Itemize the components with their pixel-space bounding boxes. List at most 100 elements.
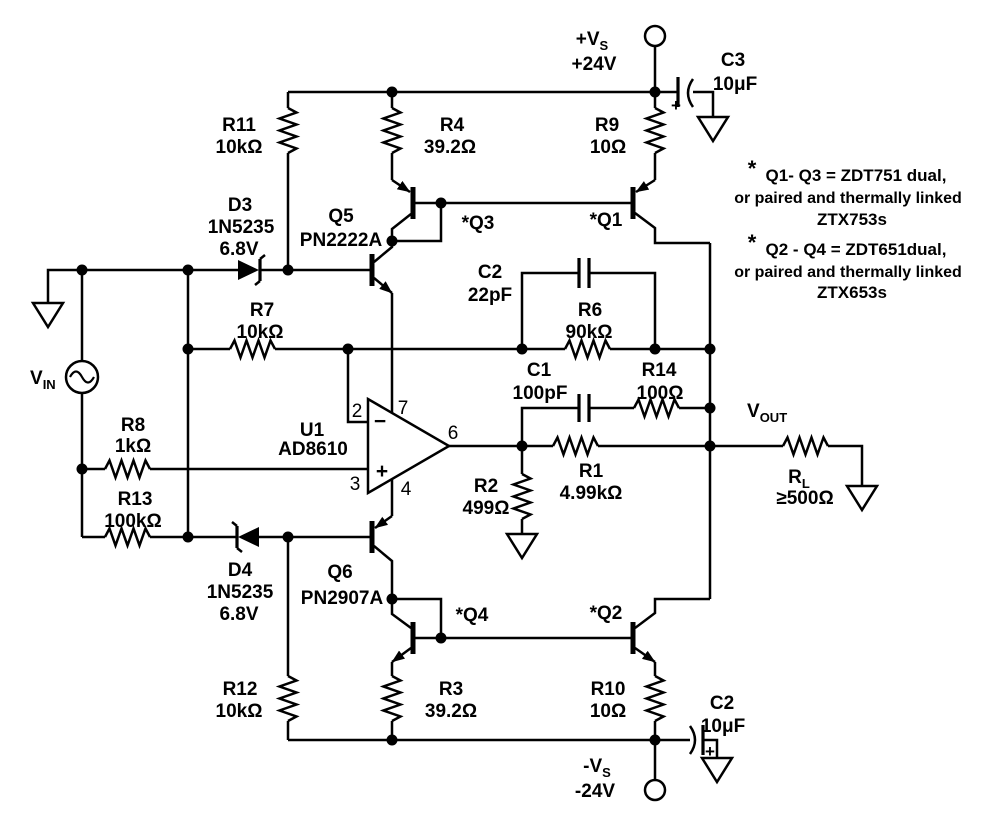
- rl-value: ≥500Ω: [776, 488, 833, 509]
- r7-label: R7: [250, 300, 274, 321]
- c2-comp-value: 22pF: [468, 285, 512, 306]
- vpos-terminal: [643, 24, 667, 48]
- c2-bypass-value: 10μF: [701, 716, 745, 737]
- r9-value: 10Ω: [590, 137, 626, 158]
- junction-dot: [649, 734, 661, 746]
- d4-part: 1N5235: [207, 582, 274, 603]
- vin-source: [64, 359, 100, 395]
- d3-part: 1N5235: [208, 217, 275, 238]
- note2-star: *: [748, 230, 757, 255]
- junction-dot: [182, 264, 194, 276]
- q1-label: *Q1: [590, 210, 623, 231]
- junction-dot: [704, 343, 716, 355]
- u1-pin7: 7: [398, 398, 409, 419]
- junction-dot: [516, 440, 528, 452]
- junction-dot: [704, 440, 716, 452]
- u1-pin6: 6: [448, 423, 459, 444]
- r3-value: 39.2Ω: [425, 701, 477, 722]
- vpos-value: +24V: [572, 54, 617, 75]
- q4-emitter-arrow: [391, 646, 412, 664]
- c1-label: C1: [527, 360, 552, 381]
- u1-part: AD8610: [278, 439, 348, 460]
- junction-dot: [76, 264, 88, 276]
- junction-dot: [435, 197, 447, 209]
- r1-value: 4.99kΩ: [560, 483, 623, 504]
- q2-label: *Q2: [590, 603, 623, 624]
- note2-line2: or paired and thermally linked: [734, 264, 962, 281]
- vneg-label: -VS: [583, 756, 611, 780]
- u1-pin4: 4: [401, 479, 412, 500]
- q5-part: PN2222A: [300, 230, 383, 251]
- u1-inverting-input-sign: −: [374, 410, 386, 433]
- r4-value: 39.2Ω: [424, 137, 476, 158]
- capacitors-group: [577, 77, 705, 755]
- junction-dot: [386, 86, 398, 98]
- r14-value: 100Ω: [637, 383, 684, 404]
- r3-label: R3: [439, 679, 463, 700]
- q3-label: *Q3: [462, 213, 495, 234]
- rl-label: RL: [788, 467, 810, 491]
- u1-pin2: 2: [352, 401, 363, 422]
- junction-dot: [282, 531, 294, 543]
- r1-label: R1: [579, 461, 604, 482]
- q2-emitter-arrow: [634, 646, 656, 664]
- junction-dot: [386, 593, 398, 605]
- d4-zener-diode: [238, 527, 259, 547]
- r4-label: R4: [440, 115, 465, 136]
- c3-value: 10μF: [713, 74, 757, 95]
- r2-value: 499Ω: [463, 498, 510, 519]
- r11-value: 10kΩ: [216, 137, 263, 158]
- junction-dot: [704, 402, 716, 414]
- c2-comp-label: C2: [478, 262, 502, 283]
- r12-label: R12: [223, 679, 258, 700]
- vneg-terminal: [643, 778, 667, 802]
- junction-dot: [182, 531, 194, 543]
- r13-label: R13: [118, 489, 153, 510]
- labels: +VS +24V -VS -24V C3 10μF + C2 22pF C1 1…: [30, 29, 962, 802]
- r11-label: R11: [222, 115, 256, 136]
- d4-value: 6.8V: [219, 604, 258, 625]
- vout-label: VOUT: [747, 401, 787, 425]
- q6-label: Q6: [327, 562, 352, 583]
- d3-value: 6.8V: [219, 239, 258, 260]
- r12-value: 10kΩ: [216, 701, 263, 722]
- u1-label: U1: [300, 420, 325, 441]
- r2-label: R2: [474, 476, 498, 497]
- c2-bypass-label: C2: [710, 693, 734, 714]
- r7-value: 10kΩ: [237, 322, 284, 343]
- vneg-value: -24V: [575, 781, 615, 802]
- note1-star: *: [748, 156, 757, 181]
- c2-bypass-capacitor-curved-plate: [688, 725, 697, 755]
- zener-diodes-group: [231, 254, 266, 553]
- r10-label: R10: [591, 679, 626, 700]
- transistor-emitter-arrows: [373, 178, 656, 664]
- junction-dot: [282, 264, 294, 276]
- r10-value: 10Ω: [590, 701, 626, 722]
- q1-emitter-arrow: [635, 178, 656, 194]
- r9-label: R9: [595, 115, 619, 136]
- junction-dot: [435, 632, 447, 644]
- d3-zener-tails: [254, 254, 266, 286]
- transistor-bars: [369, 187, 636, 654]
- c1-value: 100pF: [513, 383, 568, 404]
- note1-line1: Q1- Q3 = ZDT751 dual,: [766, 166, 947, 185]
- junction-dot: [342, 343, 354, 355]
- q3-emitter-arrow: [391, 178, 411, 194]
- c3-polarity: +: [671, 96, 681, 115]
- note1-line3: ZTX753s: [817, 210, 887, 229]
- junction-dot: [182, 343, 194, 355]
- note2-line3: ZTX653s: [817, 283, 887, 302]
- r14-label: R14: [642, 360, 677, 381]
- d4-zener-tails: [231, 521, 243, 553]
- note1-line2: or paired and thermally linked: [734, 190, 962, 207]
- r13-value: 100kΩ: [104, 511, 162, 532]
- vin-label: VIN: [30, 368, 56, 392]
- q4-label: *Q4: [456, 605, 489, 626]
- u1-pin3: 3: [350, 474, 361, 495]
- junction-dot: [516, 343, 528, 355]
- u1-opamp-triangle: [366, 396, 452, 496]
- u1-noninverting-input-sign: +: [376, 460, 388, 483]
